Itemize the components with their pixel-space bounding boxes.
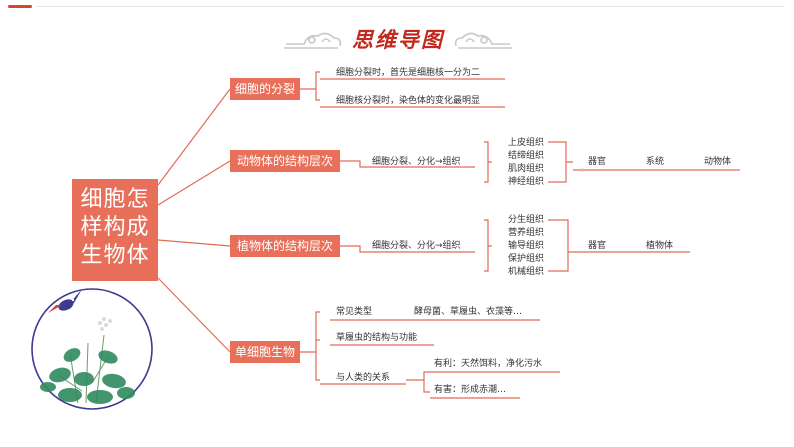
plant-tissue-2: 营养组织 (508, 227, 544, 239)
unicellular-paramecium: 草履虫的结构与功能 (336, 332, 417, 344)
plant-tissue-1: 分生组织 (508, 214, 544, 226)
unicellular-harm: 有害：形成赤潮… (434, 384, 506, 396)
plant-tissue-5: 机械组织 (508, 266, 544, 278)
root-line-1: 细胞怎 (72, 186, 158, 214)
animal-step: 细胞分裂、分化→组织 (372, 156, 461, 168)
unicellular-common-types: 常见类型 (336, 306, 372, 318)
plant-tissue-4: 保护组织 (508, 253, 544, 265)
animal-body: 动物体 (704, 156, 731, 168)
unicellular-benefit: 有利：天然饵料，净化污水 (434, 358, 542, 370)
plant-body: 植物体 (646, 240, 673, 252)
plant-organ: 器官 (588, 240, 606, 252)
animal-organ: 器官 (588, 156, 606, 168)
unicellular-relation: 与人类的关系 (336, 372, 390, 384)
node-plant-structure: 植物体的结构层次 (230, 235, 340, 257)
animal-tissue-4: 神经组织 (508, 176, 544, 188)
plant-illustration (26, 283, 155, 413)
division-item-2: 细胞核分裂时，染色体的变化最明显 (336, 95, 480, 107)
animal-system: 系统 (646, 156, 664, 168)
node-unicellular: 单细胞生物 (230, 341, 300, 363)
unicellular-common-examples: 酵母菌、草履虫、衣藻等… (414, 306, 522, 318)
plant-step: 细胞分裂、分化→组织 (372, 240, 461, 252)
node-cell-division: 细胞的分裂 (230, 78, 300, 100)
animal-tissue-3: 肌肉组织 (508, 163, 544, 175)
node-animal-structure: 动物体的结构层次 (230, 150, 340, 172)
root-node: 细胞怎 样构成 生物体 (72, 179, 158, 281)
root-line-3: 生物体 (72, 242, 158, 270)
division-item-1: 细胞分裂时，首先是细胞核一分为二 (336, 67, 480, 79)
animal-tissue-1: 上皮组织 (508, 137, 544, 149)
animal-tissue-2: 结缔组织 (508, 150, 544, 162)
root-line-2: 样构成 (72, 214, 158, 242)
plant-tissue-3: 输导组织 (508, 240, 544, 252)
